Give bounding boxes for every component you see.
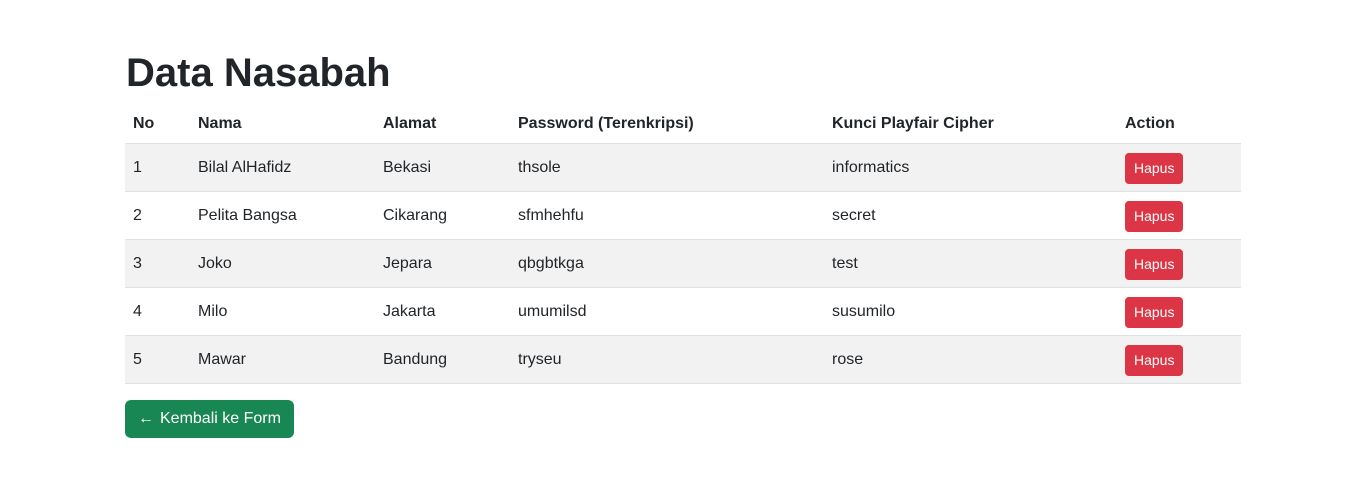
column-header-action: Action xyxy=(1117,104,1241,144)
back-to-form-button[interactable]: ← Kembali ke Form xyxy=(125,400,294,438)
cell-no: 2 xyxy=(125,191,190,240)
delete-button[interactable]: Hapus xyxy=(1125,200,1184,232)
cell-alamat: Bekasi xyxy=(375,143,510,192)
cell-kunci: informatics xyxy=(824,143,1117,192)
cell-nama: Pelita Bangsa xyxy=(190,191,375,240)
cell-kunci: susumilo xyxy=(824,287,1117,336)
column-header-nama: Nama xyxy=(190,104,375,144)
table-header-row: No Nama Alamat Password (Terenkripsi) Ku… xyxy=(125,104,1241,144)
cell-nama: Bilal AlHafidz xyxy=(190,143,375,192)
column-header-kunci: Kunci Playfair Cipher xyxy=(824,104,1117,144)
cell-nama: Joko xyxy=(190,239,375,288)
cell-alamat: Bandung xyxy=(375,335,510,384)
cell-action: Hapus xyxy=(1117,239,1241,288)
table-row: 2 Pelita Bangsa Cikarang sfmhehfu secret… xyxy=(125,191,1241,240)
cell-alamat: Jakarta xyxy=(375,287,510,336)
back-button-label: Kembali ke Form xyxy=(160,410,281,427)
cell-password: sfmhehfu xyxy=(510,191,824,240)
cell-no: 1 xyxy=(125,143,190,192)
cell-password: umumilsd xyxy=(510,287,824,336)
delete-button[interactable]: Hapus xyxy=(1125,344,1184,376)
cell-password: qbgbtkga xyxy=(510,239,824,288)
cell-alamat: Jepara xyxy=(375,239,510,288)
column-header-no: No xyxy=(125,104,190,144)
page-title: Data Nasabah xyxy=(126,51,391,95)
table-row: 5 Mawar Bandung tryseu rose Hapus xyxy=(125,335,1241,384)
cell-action: Hapus xyxy=(1117,287,1241,336)
column-header-alamat: Alamat xyxy=(375,104,510,144)
cell-password: tryseu xyxy=(510,335,824,384)
cell-kunci: secret xyxy=(824,191,1117,240)
cell-password: thsole xyxy=(510,143,824,192)
cell-action: Hapus xyxy=(1117,335,1241,384)
cell-alamat: Cikarang xyxy=(375,191,510,240)
cell-kunci: test xyxy=(824,239,1117,288)
delete-button[interactable]: Hapus xyxy=(1125,152,1184,184)
customer-table: No Nama Alamat Password (Terenkripsi) Ku… xyxy=(125,104,1241,384)
column-header-password: Password (Terenkripsi) xyxy=(510,104,824,144)
cell-action: Hapus xyxy=(1117,143,1241,192)
delete-button[interactable]: Hapus xyxy=(1125,296,1184,328)
cell-no: 5 xyxy=(125,335,190,384)
delete-button[interactable]: Hapus xyxy=(1125,248,1184,280)
table-header: No Nama Alamat Password (Terenkripsi) Ku… xyxy=(125,104,1241,144)
table-row: 3 Joko Jepara qbgbtkga test Hapus xyxy=(125,239,1241,288)
cell-kunci: rose xyxy=(824,335,1117,384)
arrow-left-icon: ← xyxy=(138,410,154,427)
cell-action: Hapus xyxy=(1117,191,1241,240)
cell-nama: Mawar xyxy=(190,335,375,384)
table-row: 4 Milo Jakarta umumilsd susumilo Hapus xyxy=(125,287,1241,336)
cell-no: 3 xyxy=(125,239,190,288)
cell-no: 4 xyxy=(125,287,190,336)
table-body: 1 Bilal AlHafidz Bekasi thsole informati… xyxy=(125,143,1241,384)
cell-nama: Milo xyxy=(190,287,375,336)
table-row: 1 Bilal AlHafidz Bekasi thsole informati… xyxy=(125,143,1241,192)
